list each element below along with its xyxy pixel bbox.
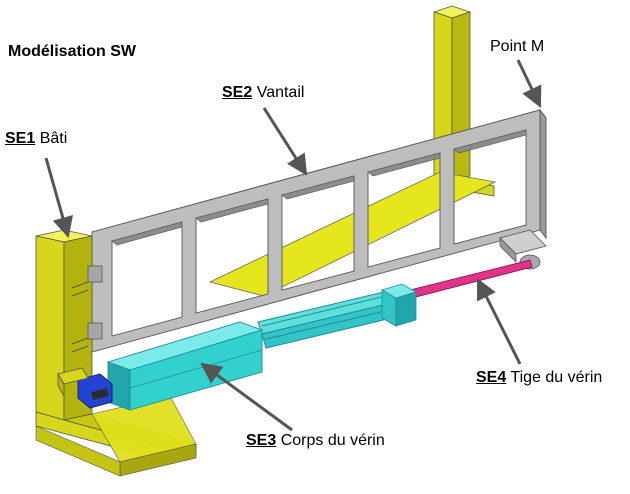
leader-se1	[44, 157, 73, 239]
label-point-m: Point M	[490, 38, 545, 55]
leader-lines	[44, 59, 542, 432]
leader-se2	[262, 107, 308, 176]
cylinder-body	[106, 321, 264, 411]
label-se2: SE2 Vantail	[222, 84, 304, 102]
leader-se3	[200, 362, 293, 432]
label-se1-text: Bâti	[39, 130, 68, 147]
label-se1-code: SE1	[5, 130, 36, 147]
left-post	[35, 229, 197, 477]
label-se1: SE1 Bâti	[5, 130, 67, 148]
label-se3-code: SE3	[246, 432, 277, 449]
rear-clevis	[57, 367, 113, 409]
label-se4-code: SE4	[476, 369, 507, 386]
label-se2-text: Vantail	[256, 84, 305, 101]
label-se2-code: SE2	[222, 84, 253, 101]
cylinder-head	[380, 283, 418, 327]
diagram-title: Modélisation SW	[8, 43, 136, 60]
leader-se4	[476, 278, 522, 365]
leader-point-m	[516, 59, 542, 108]
gate-leaf	[91, 108, 547, 353]
hinges	[71, 265, 103, 353]
label-se4-text: Tige du vérin	[510, 369, 603, 386]
label-se4: SE4 Tige du vérin	[476, 369, 602, 387]
label-se3-text: Corps du vérin	[280, 432, 385, 449]
label-se3: SE3 Corps du vérin	[246, 432, 385, 450]
